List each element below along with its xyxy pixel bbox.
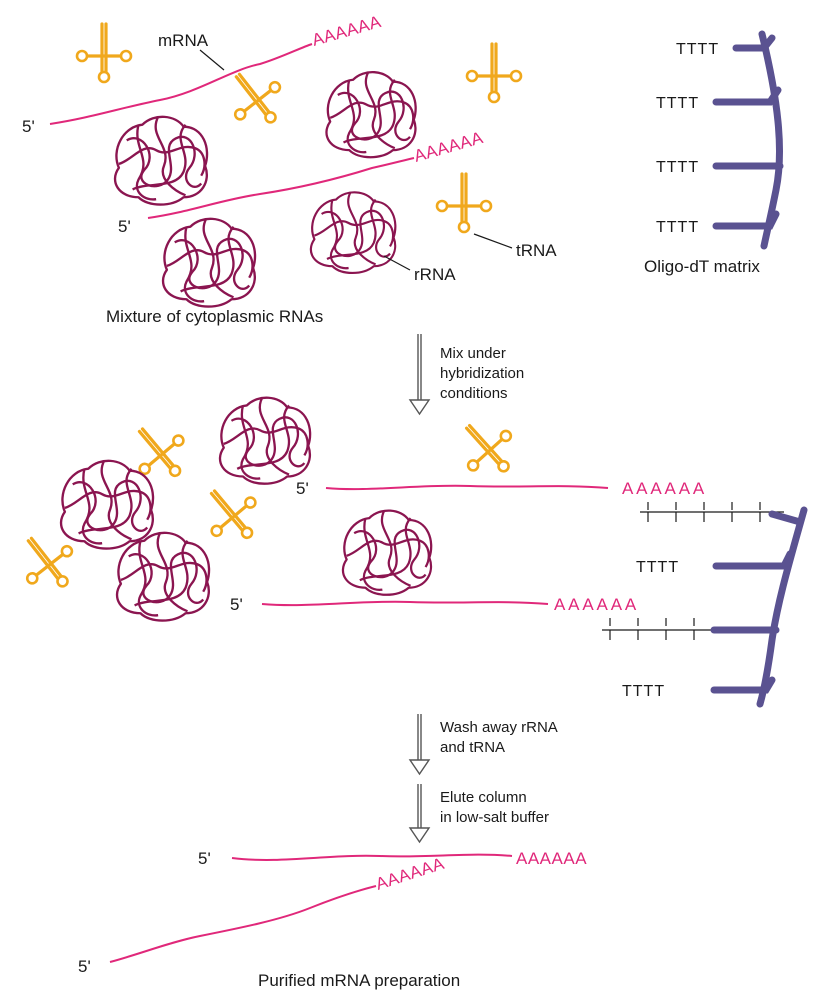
purified-panel: 5' AAAAAA 5' AAAAAA Purified mRNA prepar… [78, 849, 587, 990]
oligo-dt-2: TTTT [656, 95, 699, 112]
poly-a-tail-6: AAAAAA [373, 854, 447, 894]
oligo-dt-4: TTTT [656, 219, 699, 236]
oligo-dt-6: TTTT [622, 683, 665, 700]
trna-4 [437, 174, 491, 232]
bound-oligo-dt-2 [602, 630, 726, 640]
hydrogen-bonds-1 [648, 502, 760, 510]
ribosome-5 [220, 398, 310, 484]
poly-a-tail-3: A A A A A A [622, 479, 705, 498]
step-3-line-1: Elute column [440, 789, 527, 806]
purified-mrna-1 [232, 855, 512, 860]
trna-2 [217, 59, 295, 138]
purified-caption: Purified mRNA preparation [258, 971, 460, 990]
poly-a-tail-1: AAAAAA [310, 12, 384, 50]
oligo-dt-matrix-label: Oligo-dT matrix [644, 257, 760, 276]
trna-7 [192, 475, 271, 554]
step-1-line-3: conditions [440, 385, 508, 402]
mrna-label: mRNA [158, 31, 209, 50]
oligo-dt-1: TTTT [676, 41, 719, 58]
matrix-branch [716, 90, 778, 102]
ribosome-8 [343, 511, 431, 595]
five-prime-label-4: 5' [230, 595, 243, 614]
bound-oligo-dt-1 [640, 512, 784, 522]
ribosome-2 [115, 117, 207, 205]
hydrogen-bonds-2 [610, 618, 694, 626]
oligo-dt-matrix-top: TTTT TTTT TTTT TTTT Oligo-dT matrix [644, 34, 780, 276]
matrix-backbone-middle [760, 510, 804, 704]
trna-6 [448, 409, 527, 488]
ribosome-4 [163, 219, 255, 307]
trna-5 [120, 413, 199, 492]
step-2-line-2: and tRNA [440, 739, 505, 756]
trna-1 [77, 24, 131, 82]
bound-mrna-1 [326, 486, 608, 489]
step-3-line-2: in low-salt buffer [440, 809, 549, 826]
ribosome-6 [61, 461, 153, 549]
hybridization-panel: 5' A A A A A A 5' A A A A A A [9, 398, 784, 640]
rrna-label: rRNA [414, 265, 456, 284]
five-prime-label-3: 5' [296, 479, 309, 498]
five-prime-label-2: 5' [118, 217, 131, 236]
matrix-branch [716, 554, 790, 566]
purified-mrna-2 [110, 886, 376, 962]
oligo-dt-3: TTTT [656, 159, 699, 176]
step-arrow-1: Mix under hybridization conditions [410, 334, 524, 414]
bound-mrna-2 [262, 602, 548, 605]
mixture-caption: Mixture of cytoplasmic RNAs [106, 307, 323, 326]
matrix-branch [736, 38, 772, 48]
mixture-panel: AAAAAA 5' mRNA AAAAAA 5' tRNA rRNA Mixtu… [22, 12, 557, 326]
oligo-dt-5: TTTT [636, 559, 679, 576]
ribosome-3 [311, 192, 395, 273]
ribosome-7 [117, 533, 209, 621]
step-arrow-2: Wash away rRNA and tRNA [410, 714, 558, 774]
trna-3 [467, 44, 521, 102]
five-prime-label-5: 5' [198, 849, 211, 868]
trna-label-leader [474, 234, 512, 248]
five-prime-label-1: 5' [22, 117, 35, 136]
step-arrow-3: Elute column in low-salt buffer [410, 784, 549, 842]
matrix-branch [772, 514, 800, 522]
poly-a-tail-5: AAAAAA [516, 849, 587, 868]
poly-a-tail-2: AAAAAA [412, 128, 486, 166]
step-1-line-1: Mix under [440, 345, 506, 362]
ribosome-1 [326, 72, 415, 157]
poly-a-tail-4: A A A A A A [554, 595, 637, 614]
oligo-dt-matrix-middle: TTTT TTTT [622, 510, 804, 704]
step-1-line-2: hybridization [440, 365, 524, 382]
five-prime-label-6: 5' [78, 957, 91, 976]
mrna-strand-2 [148, 158, 414, 218]
step-2-line-1: Wash away rRNA [440, 719, 558, 736]
trna-label: tRNA [516, 241, 557, 260]
mrna-label-leader [200, 50, 224, 70]
rrna-label-leader [384, 256, 410, 270]
trna-8 [9, 523, 87, 602]
